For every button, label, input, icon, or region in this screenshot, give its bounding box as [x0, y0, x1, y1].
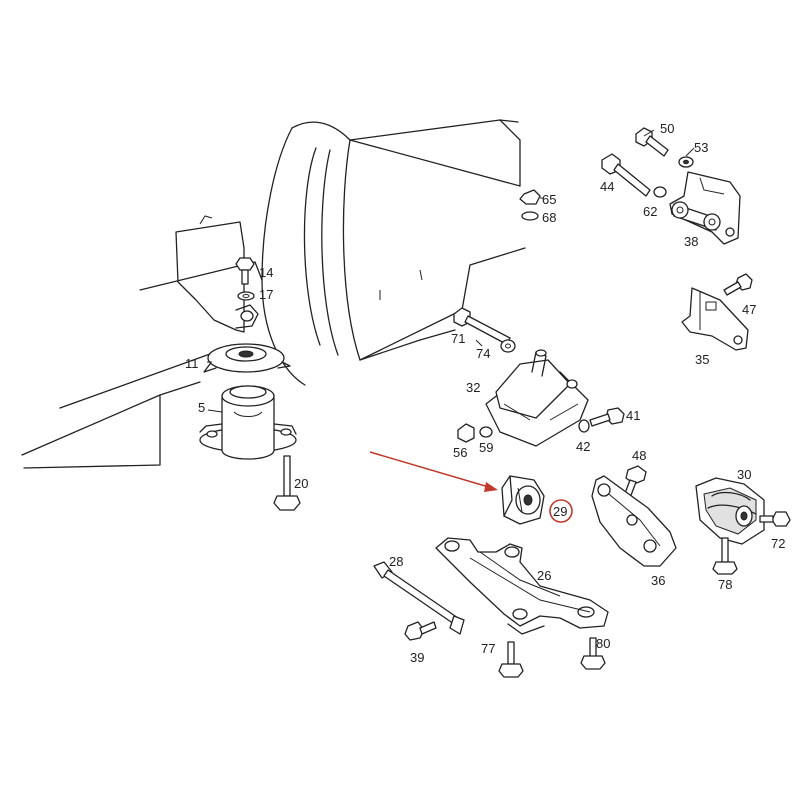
label-38: 38 [684, 234, 698, 249]
label-11: 11 [185, 356, 199, 371]
label-65: 65 [542, 192, 556, 207]
label-53: 53 [694, 140, 708, 155]
label-47: 47 [742, 302, 756, 317]
part-32-mount [485, 349, 589, 447]
label-41: 41 [626, 408, 640, 423]
part-62-washer [653, 186, 667, 198]
part-47-bolt [723, 273, 753, 296]
label-14: 14 [259, 265, 273, 280]
part-41-bolt [589, 407, 625, 427]
label-56: 56 [453, 445, 467, 460]
part-78-bolt [712, 537, 738, 575]
part-50-bolt [635, 127, 669, 157]
highlight-circle-29 [549, 499, 573, 523]
label-35: 35 [695, 352, 709, 367]
part-26-crossmember [435, 537, 609, 635]
label-77: 77 [481, 641, 495, 656]
part-5-rubber-mount [199, 385, 297, 460]
part-53-washer [678, 156, 694, 168]
part-68-washer [521, 211, 539, 221]
label-30: 30 [737, 467, 751, 482]
part-35-bracket [681, 287, 749, 351]
part-72-bolt [759, 511, 791, 527]
label-48: 48 [632, 448, 646, 463]
part-28-strut [373, 561, 465, 635]
part-44-bolt [601, 153, 651, 197]
part-36-bracket [591, 475, 677, 567]
part-29-bushing [501, 475, 545, 525]
label-62: 62 [643, 204, 657, 219]
label-80: 80 [596, 636, 610, 651]
label-20: 20 [294, 476, 308, 491]
part-20-bolt [273, 455, 301, 511]
label-32: 32 [466, 380, 480, 395]
label-71: 71 [451, 331, 465, 346]
label-42: 42 [576, 439, 590, 454]
housing-bracket [175, 215, 259, 333]
part-42-washer [578, 419, 590, 433]
label-68: 68 [542, 210, 556, 225]
part-56-nut [457, 423, 475, 443]
part-74-washer [500, 339, 516, 353]
part-71-bolt [453, 307, 511, 345]
label-28: 28 [389, 554, 403, 569]
label-36: 36 [651, 573, 665, 588]
label-59: 59 [479, 440, 493, 455]
part-17-washer [237, 291, 255, 301]
part-14-bolt [235, 257, 255, 285]
label-29: 29 [553, 504, 567, 519]
part-39-bolt [404, 621, 437, 641]
part-38-bracket [669, 171, 741, 245]
part-77-bolt [498, 641, 524, 678]
label-5: 5 [198, 400, 205, 415]
label-72: 72 [771, 536, 785, 551]
part-80-bolt [580, 637, 606, 670]
label-44: 44 [600, 179, 614, 194]
part-59-washer [479, 426, 493, 438]
leader-lines [207, 129, 695, 413]
part-30-mount [695, 477, 765, 545]
label-74: 74 [476, 346, 490, 361]
label-17: 17 [259, 287, 273, 302]
label-26: 26 [537, 568, 551, 583]
label-39: 39 [410, 650, 424, 665]
part-11-mount-plate [203, 343, 291, 373]
highlight-arrow [369, 451, 498, 492]
label-50: 50 [660, 121, 674, 136]
transmission-housing [21, 119, 526, 469]
label-78: 78 [718, 577, 732, 592]
part-65-nut [519, 189, 541, 205]
part-labels: 50 53 44 62 38 65 68 14 17 47 71 74 35 1… [185, 121, 785, 665]
